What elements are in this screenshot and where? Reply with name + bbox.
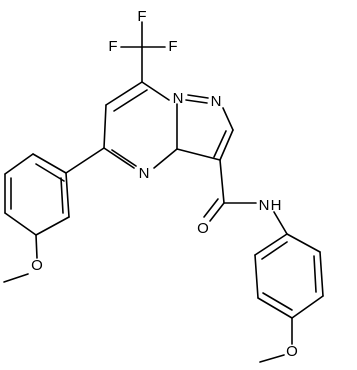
pyrazole-ring — [176, 94, 234, 161]
methoxyphenyl-ring-left — [3, 147, 105, 283]
fluorine-label-top: F — [137, 8, 146, 25]
pyrimidine-ring — [103, 81, 178, 169]
nitrogen-label-pyrazole: N — [211, 93, 222, 110]
nitrogen-label-pyrimidine: N — [139, 165, 150, 182]
oxygen-label-carbonyl: O — [197, 220, 209, 237]
nitrogen-label-bridge: N — [173, 90, 184, 107]
carboxamide-group — [203, 159, 288, 235]
oxygen-label-methoxy-right: O — [286, 343, 298, 360]
hydrogen-label-amide: H — [271, 197, 282, 214]
fluorine-label-right: F — [168, 38, 177, 55]
nitrogen-label-amide: N — [259, 197, 270, 214]
fluorine-label-left: F — [108, 38, 117, 55]
trifluoromethyl-group — [120, 21, 166, 83]
methoxyphenyl-ring-right — [254, 233, 324, 363]
oxygen-label-methoxy-left: O — [31, 257, 43, 274]
